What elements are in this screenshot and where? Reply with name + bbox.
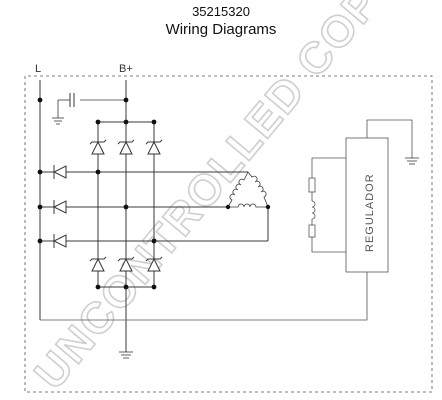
upper-zener-diode-2: [117, 139, 135, 155]
regulator-label: REGULADOR: [364, 173, 376, 252]
upper-zener-diode-3: [145, 139, 163, 155]
rotor-field: [308, 157, 346, 253]
exciter-diode-2: [52, 200, 67, 214]
watermark-text: UNCONTROLLED COPY: [25, 0, 410, 398]
diagram-title: Wiring Diagrams: [165, 21, 277, 38]
part-number: 35215320: [192, 4, 250, 19]
title-block: 35215320 Wiring Diagrams: [0, 4, 442, 39]
alternator-housing-outline: [24, 75, 433, 393]
suppression-capacitor: [52, 93, 126, 125]
exciter-diode-3: [52, 234, 67, 248]
lower-zener-diode-1: [89, 256, 107, 272]
lower-zener-diode-3: [145, 256, 163, 272]
stator-winding: [227, 171, 269, 241]
ground-symbol-main: [119, 351, 133, 359]
regulator-ground: [366, 119, 419, 165]
exciter-diode-1: [52, 165, 67, 179]
upper-zener-diode-1: [89, 139, 107, 155]
junction-dots: [37, 97, 271, 290]
lower-zener-diode-2: [117, 256, 135, 272]
terminal-bplus-label: B+: [119, 63, 133, 75]
regulator-sense-wire: [40, 272, 368, 321]
terminal-l-label: L: [35, 63, 41, 75]
